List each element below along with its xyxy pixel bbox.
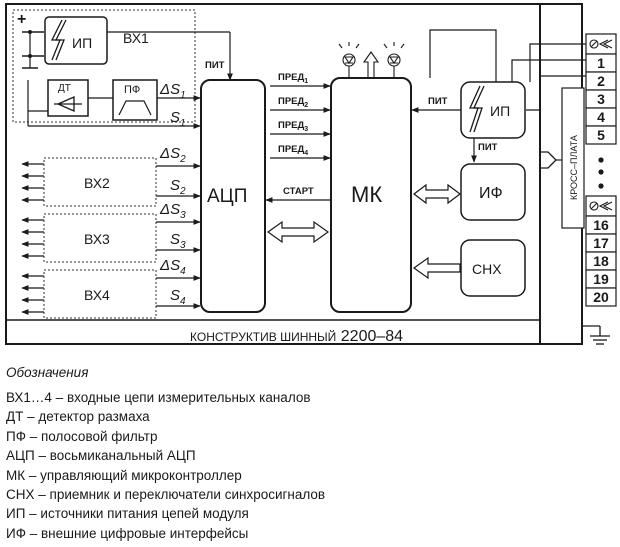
pit-ip-label: ПИТ: [428, 96, 448, 107]
legend-title: Обозначения: [6, 365, 89, 380]
terminal-pin-label: 4: [597, 109, 605, 125]
if-block: [460, 163, 526, 221]
terminal-pin-box: [585, 125, 617, 145]
legend-item: ИФ – внешние цифровые интерфейсы: [6, 525, 249, 541]
legend-item: ИП – источники питания цепей модуля: [6, 506, 249, 522]
signal-ds4: ΔS4: [159, 257, 186, 277]
terminal-pin-label: 18: [593, 253, 609, 269]
arrow-snh-mk: [412, 256, 461, 280]
legend-item: ДТ – детектор размаха: [6, 409, 150, 425]
pin-dots: [598, 157, 604, 189]
ip-input-block: [44, 16, 108, 65]
bandpass-icon: [118, 100, 152, 116]
terminal-pin-label: 20: [593, 289, 609, 305]
signal-s4: S4: [170, 287, 186, 307]
bus-label: КОНСТРУКТИВ ШИННЫЙ 2200–84: [190, 328, 403, 345]
signal-s1: S1: [170, 109, 186, 129]
cross-board-label: КРОСС–ПЛАТА: [569, 135, 579, 200]
cross-board-arrow: [540, 151, 557, 169]
led-indicators: [338, 42, 405, 78]
signal-ds1: ΔS1: [159, 81, 186, 101]
signal-s3: S3: [170, 231, 186, 251]
pit-ip2-label: ПИТ: [478, 142, 498, 153]
pred2-label: ПРЕД2: [278, 96, 308, 109]
ip-input-label: ИП: [72, 35, 92, 51]
diode-icon: [54, 96, 82, 112]
legend-item: СНХ – приемник и переключатели синхросиг…: [6, 487, 326, 503]
terminal-ground-icon: [589, 39, 613, 211]
vx-input-arrows: [21, 161, 201, 315]
terminal-pin-label: 5: [597, 127, 605, 143]
vx2-label: ВХ2: [84, 175, 110, 191]
signal-s2: S2: [170, 177, 186, 197]
dt-block: [47, 79, 89, 117]
vx-blocks: [43, 157, 157, 319]
legend-item: АЦП – восьмиканальный АЦП: [6, 448, 196, 464]
legend-item: ПФ – полосовой фильтр: [6, 428, 158, 444]
terminal-pin-label: 2: [597, 73, 605, 89]
start-label: СТАРТ: [283, 186, 314, 197]
signal-ds2: ΔS2: [159, 145, 186, 165]
legend: Обозначения ВХ1…4 – входные цепи измерит…: [6, 364, 606, 543]
mk-block: [330, 77, 412, 313]
adc-block: [200, 79, 266, 313]
legend-list: ВХ1…4 – входные цепи измерительных канал…: [6, 388, 606, 543]
pred3-label: ПРЕД3: [278, 120, 308, 133]
terminal-pin-box: [585, 287, 617, 307]
snh-label: СНХ: [472, 261, 502, 277]
pred1-label: ПРЕД1: [278, 72, 308, 85]
if-label: ИФ: [479, 185, 503, 202]
ground-icon: [582, 325, 610, 345]
pins-lower: 16 17 18 19 20: [585, 215, 617, 307]
plus-sign: +: [17, 11, 26, 28]
ip-module-label: ИП: [490, 103, 510, 119]
cross-board: [561, 87, 585, 229]
signal-ds3: ΔS3: [159, 201, 186, 221]
pf-label: ПФ: [124, 84, 140, 96]
dt-label: ДТ: [58, 83, 71, 94]
terminal-pin-label: 16: [593, 217, 609, 233]
mk-label: МК: [351, 182, 382, 207]
bus-arrow-mk-if: [413, 183, 461, 205]
terminal-pin-label: 17: [593, 235, 609, 251]
vx4-label: ВХ4: [84, 287, 110, 303]
vx3-label: ВХ3: [84, 231, 110, 247]
terminal-pin-label: 1: [597, 55, 605, 71]
block-diagram: + ИП ВХ1 ПИТ ДТ ПФ ΔS1 S1 ΔS2 S2 ΔS3 S3 …: [5, 3, 617, 345]
terminal-pin-label: 3: [597, 91, 605, 107]
vx1-label: ВХ1: [123, 30, 149, 46]
pit-adc-label: ПИТ: [205, 60, 225, 71]
pins-upper: 1 2 3 4 5: [585, 53, 617, 145]
legend-item: МК – управляющий микроконтроллер: [6, 467, 242, 483]
terminal-pin-label: 19: [593, 271, 609, 287]
snh-block: [460, 239, 526, 297]
adc-label: АЦП: [207, 186, 247, 207]
legend-item: ВХ1…4 – входные цепи измерительных канал…: [6, 390, 311, 405]
pred4-label: ПРЕД4: [278, 144, 308, 157]
vx1-group: [12, 9, 196, 123]
bus-arrow-adc-mk: [266, 220, 330, 244]
